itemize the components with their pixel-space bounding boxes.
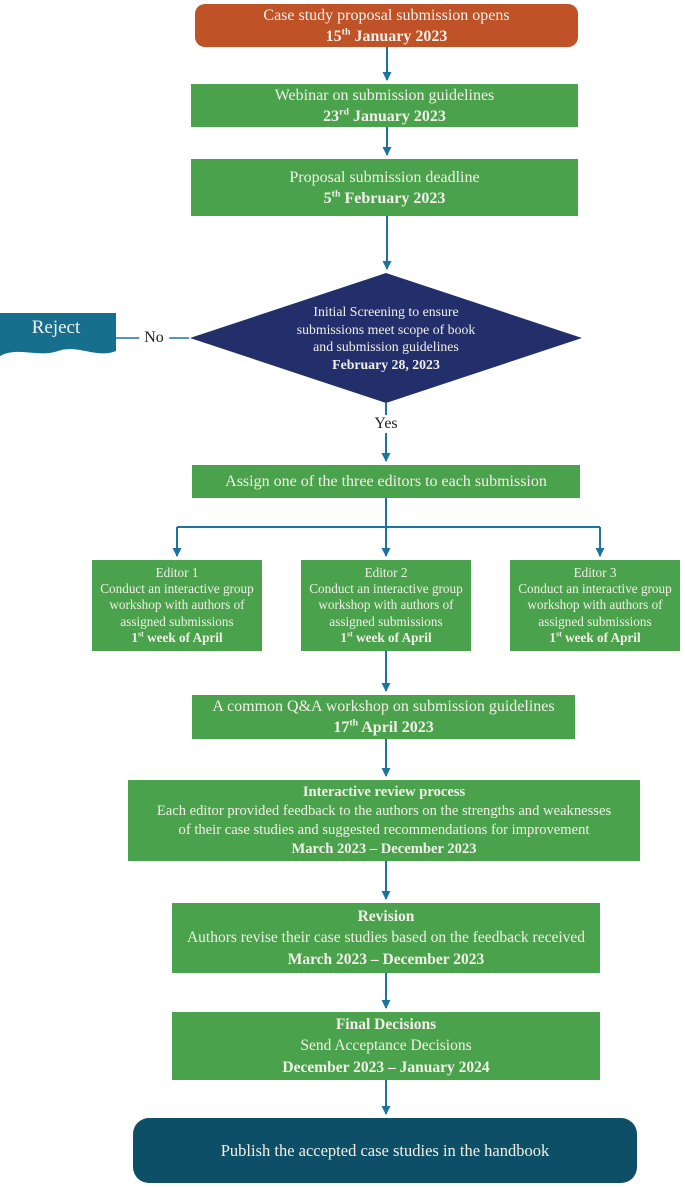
date-number: 1: [549, 629, 556, 645]
step-qa-text: A common Q&A workshop on submission guid…: [212, 698, 555, 715]
revision-line1: Authors revise their case studies based …: [186, 929, 586, 947]
step-submission-opens: Case study proposal submission opens 15t…: [195, 4, 578, 47]
step-deadline: Proposal submission deadline 5th Februar…: [191, 159, 578, 216]
date-number: 15: [325, 27, 342, 45]
reject-shape: [0, 313, 116, 356]
date-ordinal: th: [331, 188, 341, 200]
editor-date: 1st week of April: [131, 630, 222, 646]
step-webinar-text: Webinar on submission guidelines: [274, 86, 495, 104]
step-webinar-date: 23rd January 2023: [323, 106, 446, 127]
step-submission-opens-text: Case study proposal submission opens: [263, 6, 510, 24]
editor-date: 1st week of April: [549, 630, 640, 646]
date-number: 23: [323, 107, 340, 125]
branch-label-no: No: [139, 329, 169, 347]
step-final-decisions: Final Decisions Send Acceptance Decision…: [172, 1012, 600, 1080]
final-line1: Send Acceptance Decisions: [300, 1037, 472, 1055]
revision-title: Revision: [357, 907, 415, 925]
final-title: Final Decisions: [335, 1015, 437, 1033]
step-webinar: Webinar on submission guidelines 23rd Ja…: [191, 84, 578, 127]
date-ordinal: st: [555, 629, 562, 639]
editor-line1: Conduct an interactive group: [518, 581, 672, 597]
step-publish-text: Publish the accepted case studies in the…: [220, 1141, 550, 1160]
date-text: February 2023: [340, 189, 446, 207]
editor-line3: assigned submissions: [329, 613, 443, 629]
review-date: March 2023 – December 2023: [291, 840, 477, 857]
review-line2: of their case studies and suggested reco…: [178, 821, 590, 838]
step-assign-editors-text: Assign one of the three editors to each …: [225, 473, 547, 490]
screening-date: February 28, 2023: [332, 356, 440, 372]
review-title: Interactive review process: [302, 783, 466, 800]
reject-terminator: Reject: [0, 313, 116, 363]
editor-date: 1st week of April: [340, 630, 431, 646]
date-ordinal: rd: [339, 106, 349, 118]
step-submission-opens-date: 15th January 2023: [326, 26, 448, 47]
date-text: week of April: [561, 629, 641, 645]
step-deadline-date: 5th February 2023: [324, 188, 446, 209]
step-editor-2: Editor 2 Conduct an interactive group wo…: [301, 560, 471, 651]
screening-line1: Initial Screening to ensure: [313, 304, 459, 319]
editor-title: Editor 2: [364, 564, 408, 580]
editor-line1: Conduct an interactive group: [309, 581, 463, 597]
editor-line1: Conduct an interactive group: [100, 581, 254, 597]
date-text: January 2023: [349, 107, 446, 125]
step-editor-1: Editor 1 Conduct an interactive group wo…: [92, 560, 262, 651]
date-number: 5: [323, 189, 332, 207]
date-text: week of April: [143, 629, 223, 645]
editor-line3: assigned submissions: [538, 613, 652, 629]
branch-lines: [177, 498, 600, 528]
date-number: 1: [340, 629, 347, 645]
screening-line3: and submission guidelines: [313, 339, 459, 354]
step-interactive-review: Interactive review process Each editor p…: [128, 780, 640, 861]
date-text: January 2023: [350, 27, 448, 45]
review-line1: Each editor provided feedback to the aut…: [156, 802, 612, 819]
date-text: April 2023: [358, 719, 434, 736]
decision-initial-screening: Initial Screening to ensure submissions …: [190, 273, 582, 403]
revision-date: March 2023 – December 2023: [287, 950, 485, 968]
step-qa-workshop: A common Q&A workshop on submission guid…: [192, 695, 575, 739]
step-deadline-text: Proposal submission deadline: [289, 168, 480, 186]
step-qa-date: 17th April 2023: [333, 717, 433, 738]
final-date: December 2023 – January 2024: [282, 1058, 490, 1076]
reject-label: Reject: [31, 317, 81, 338]
date-ordinal: th: [349, 717, 359, 729]
date-ordinal: th: [341, 26, 351, 38]
editor-line2: workshop with authors of: [318, 597, 454, 613]
editor-line3: assigned submissions: [120, 613, 234, 629]
date-ordinal: st: [137, 629, 144, 639]
step-revision: Revision Authors revise their case studi…: [172, 903, 600, 973]
editor-line2: workshop with authors of: [109, 597, 245, 613]
editor-line2: workshop with authors of: [527, 597, 663, 613]
branch-label-yes: Yes: [369, 415, 403, 433]
date-number: 17: [333, 719, 350, 736]
editor-title: Editor 3: [573, 564, 617, 580]
step-publish: Publish the accepted case studies in the…: [133, 1118, 637, 1183]
date-ordinal: st: [346, 629, 353, 639]
screening-line2: submissions meet scope of book: [296, 321, 476, 337]
editor-title: Editor 1: [155, 564, 199, 580]
date-text: week of April: [352, 629, 432, 645]
step-editor-3: Editor 3 Conduct an interactive group wo…: [510, 560, 680, 651]
date-number: 1: [131, 629, 138, 645]
step-assign-editors: Assign one of the three editors to each …: [192, 465, 580, 498]
